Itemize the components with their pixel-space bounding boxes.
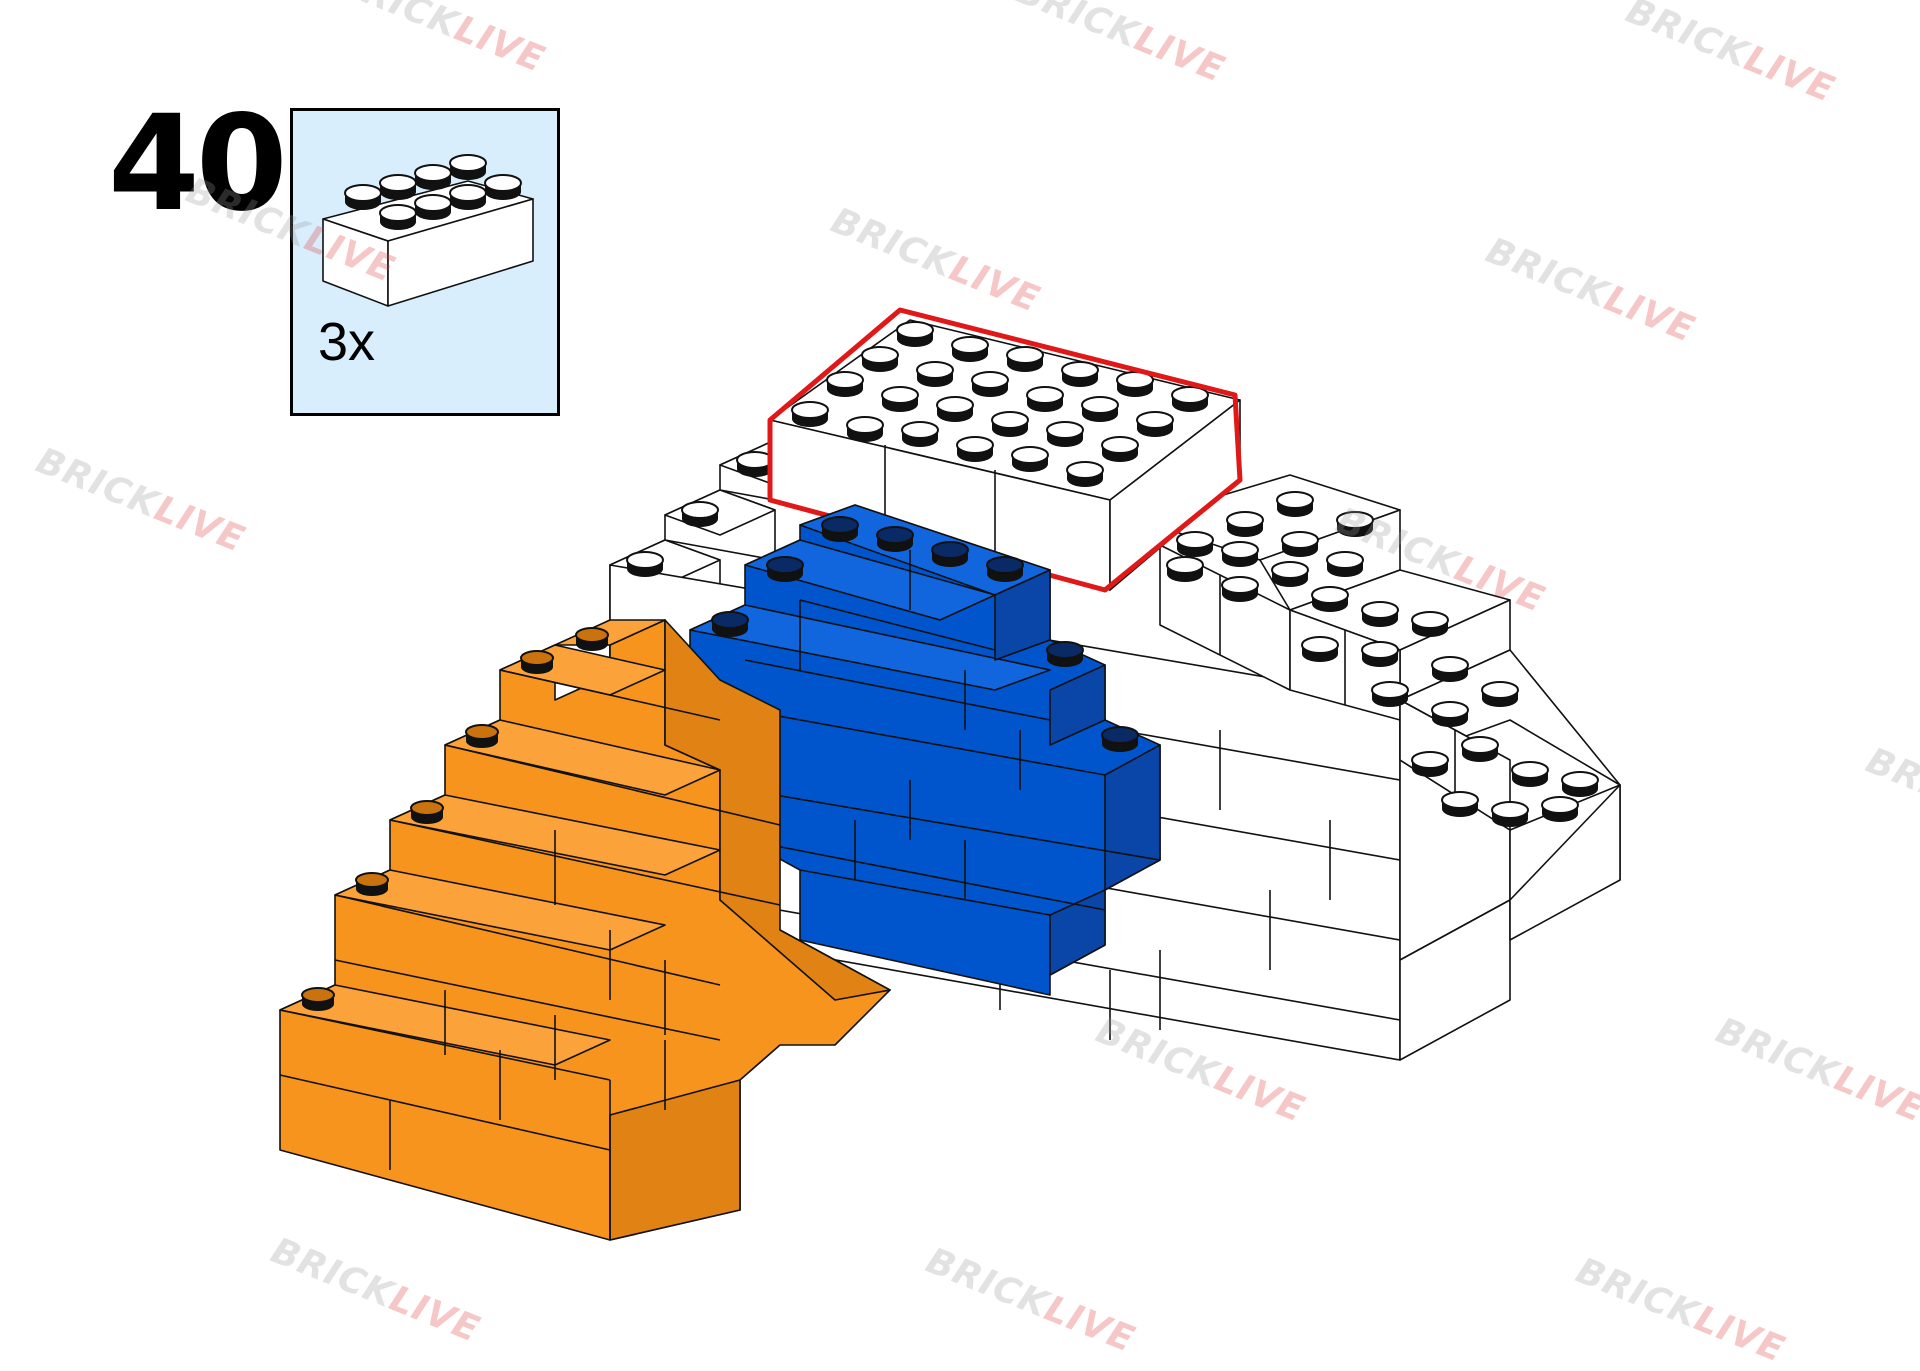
highlight-outline bbox=[767, 307, 1243, 593]
parts-box: 3x bbox=[290, 108, 560, 416]
parts-quantity: 3x bbox=[318, 312, 376, 372]
brick-2x4-icon bbox=[322, 154, 534, 307]
orange-bricks bbox=[279, 619, 891, 1241]
step-number: 40 bbox=[108, 87, 288, 241]
